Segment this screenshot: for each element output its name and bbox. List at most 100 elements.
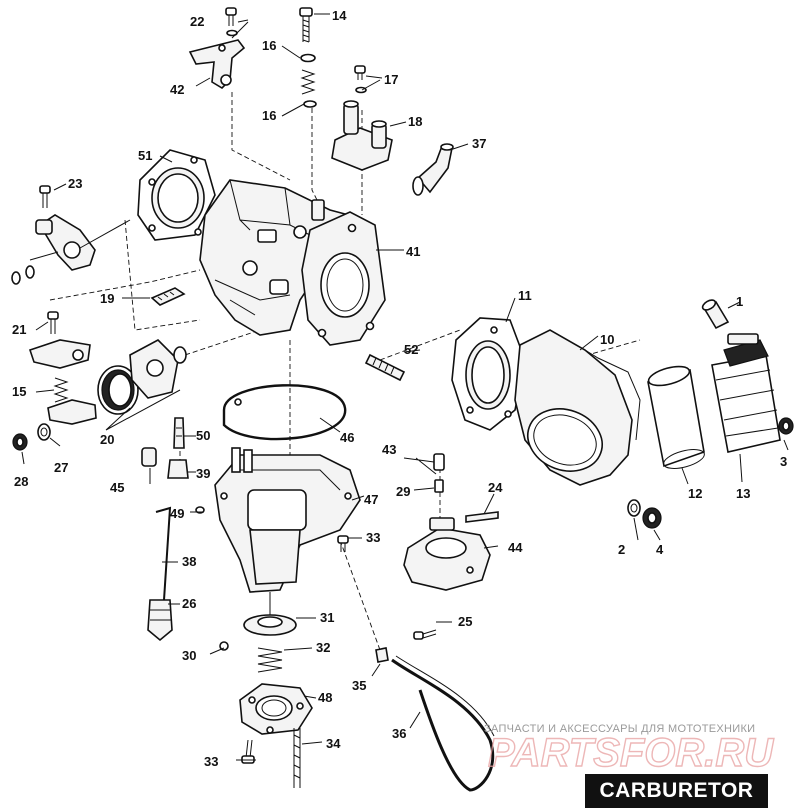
part-29-nut [434, 479, 444, 493]
choke-spring-ring [97, 365, 139, 415]
callout-19: 19 [100, 291, 114, 306]
part-19-clip [150, 287, 186, 306]
diagram-title: CARBURETOR [585, 774, 768, 808]
callout-27: 27 [54, 460, 68, 475]
part-51-gasket [137, 149, 216, 241]
lever-washers [11, 265, 35, 285]
callout-2: 2 [618, 542, 625, 557]
part-1-screw [701, 299, 730, 330]
callout-29: 29 [396, 484, 410, 499]
callout-35: 35 [352, 678, 366, 693]
callouts: 22 14 16 17 42 16 18 37 51 23 41 19 1 11… [12, 8, 787, 769]
part-24-pin [465, 511, 499, 523]
callout-21: 21 [12, 322, 26, 337]
part-38-rod [155, 506, 172, 601]
part-28-nut [12, 433, 28, 451]
callout-1: 1 [736, 294, 743, 309]
part-26-valve [147, 599, 173, 642]
watermark-tagline: ЗАПЧАСТИ И АКСЕССУАРЫ ДЛЯ МОТОТЕХНИКИ [484, 723, 755, 735]
callout-20: 20 [100, 432, 114, 447]
callout-34: 34 [326, 736, 341, 751]
part-14-screw [299, 7, 313, 43]
callout-25: 25 [458, 614, 472, 629]
callout-37: 37 [472, 136, 486, 151]
callout-33-bottom: 33 [204, 754, 218, 769]
part-11-gasket [451, 317, 526, 431]
callout-14: 14 [332, 8, 347, 23]
callout-18: 18 [408, 114, 422, 129]
part-42-bracket [188, 39, 246, 90]
part-23-screw [39, 185, 51, 208]
callout-48: 48 [318, 690, 332, 705]
part-46-gasket [222, 384, 347, 441]
callout-4: 4 [656, 542, 664, 557]
part-31-diaphragm [243, 592, 297, 636]
part-52-stud [364, 353, 406, 382]
callout-39: 39 [196, 466, 210, 481]
callout-46: 46 [340, 430, 354, 445]
part-13-clamp [711, 333, 781, 453]
part-16-spring [300, 69, 316, 95]
callout-51: 51 [138, 148, 152, 163]
part-27-washer [37, 423, 51, 441]
part-47-float-bowl [214, 447, 361, 593]
watermark: ЗАПЧАСТИ И АКСЕССУАРЫ ДЛЯ МОТОТЕХНИКИ PA… [484, 723, 775, 776]
part-39-jet [167, 459, 189, 479]
callout-17: 17 [384, 72, 398, 87]
part-16-washer-top [300, 53, 316, 63]
callout-31: 31 [320, 610, 334, 625]
part-34-stud [293, 728, 301, 788]
callout-49: 49 [170, 506, 184, 521]
callout-15: 15 [12, 384, 26, 399]
part-35-clip [375, 647, 389, 663]
part-36-hose [391, 655, 495, 792]
part-22-screw-washer [225, 7, 238, 37]
part-12-sleeve [647, 365, 705, 469]
part-37-fitting [412, 143, 454, 196]
part-3-nut [778, 417, 794, 435]
part-10-elbow [514, 329, 641, 486]
part-25-screw [413, 629, 437, 640]
callout-11: 11 [518, 288, 532, 303]
callout-52: 52 [404, 342, 418, 357]
callout-13: 13 [736, 486, 750, 501]
part-15-spring [53, 377, 69, 403]
callout-22: 22 [190, 14, 204, 29]
part-33-screw-bowl [337, 535, 349, 552]
part-17-screws [354, 65, 367, 94]
callout-10: 10 [600, 332, 614, 347]
choke-cam [129, 339, 187, 399]
part-2-washer [627, 499, 641, 517]
leader-lines [21, 13, 789, 761]
callout-28: 28 [14, 474, 28, 489]
part-43-screw [433, 453, 445, 471]
part-44-float [403, 517, 491, 591]
callout-42: 42 [170, 82, 184, 97]
callout-45: 45 [110, 480, 124, 495]
callout-38: 38 [182, 554, 196, 569]
callout-3: 3 [780, 454, 787, 469]
watermark-logo: PARTSFOR.RU [488, 731, 774, 775]
part-4-nut [642, 507, 662, 529]
choke-bracket [28, 339, 91, 369]
part-32-spring [257, 647, 283, 673]
part-50-needle [173, 417, 185, 449]
callout-36: 36 [392, 726, 406, 741]
callout-32: 32 [316, 640, 330, 655]
callout-16-top: 16 [262, 38, 276, 53]
callout-44: 44 [508, 540, 523, 555]
part-18-cover [331, 100, 393, 171]
callout-23: 23 [68, 176, 82, 191]
callout-26: 26 [182, 596, 196, 611]
lever-plate [47, 399, 97, 425]
part-45-plug [141, 447, 157, 467]
part-30-ball [219, 641, 229, 651]
part-41-flange [301, 211, 386, 346]
callout-30: 30 [182, 648, 196, 663]
callout-47: 47 [364, 492, 378, 507]
callout-43: 43 [382, 442, 396, 457]
part-16-washer-bottom [303, 100, 317, 108]
callout-33-bowl: 33 [366, 530, 380, 545]
callout-50: 50 [196, 428, 210, 443]
